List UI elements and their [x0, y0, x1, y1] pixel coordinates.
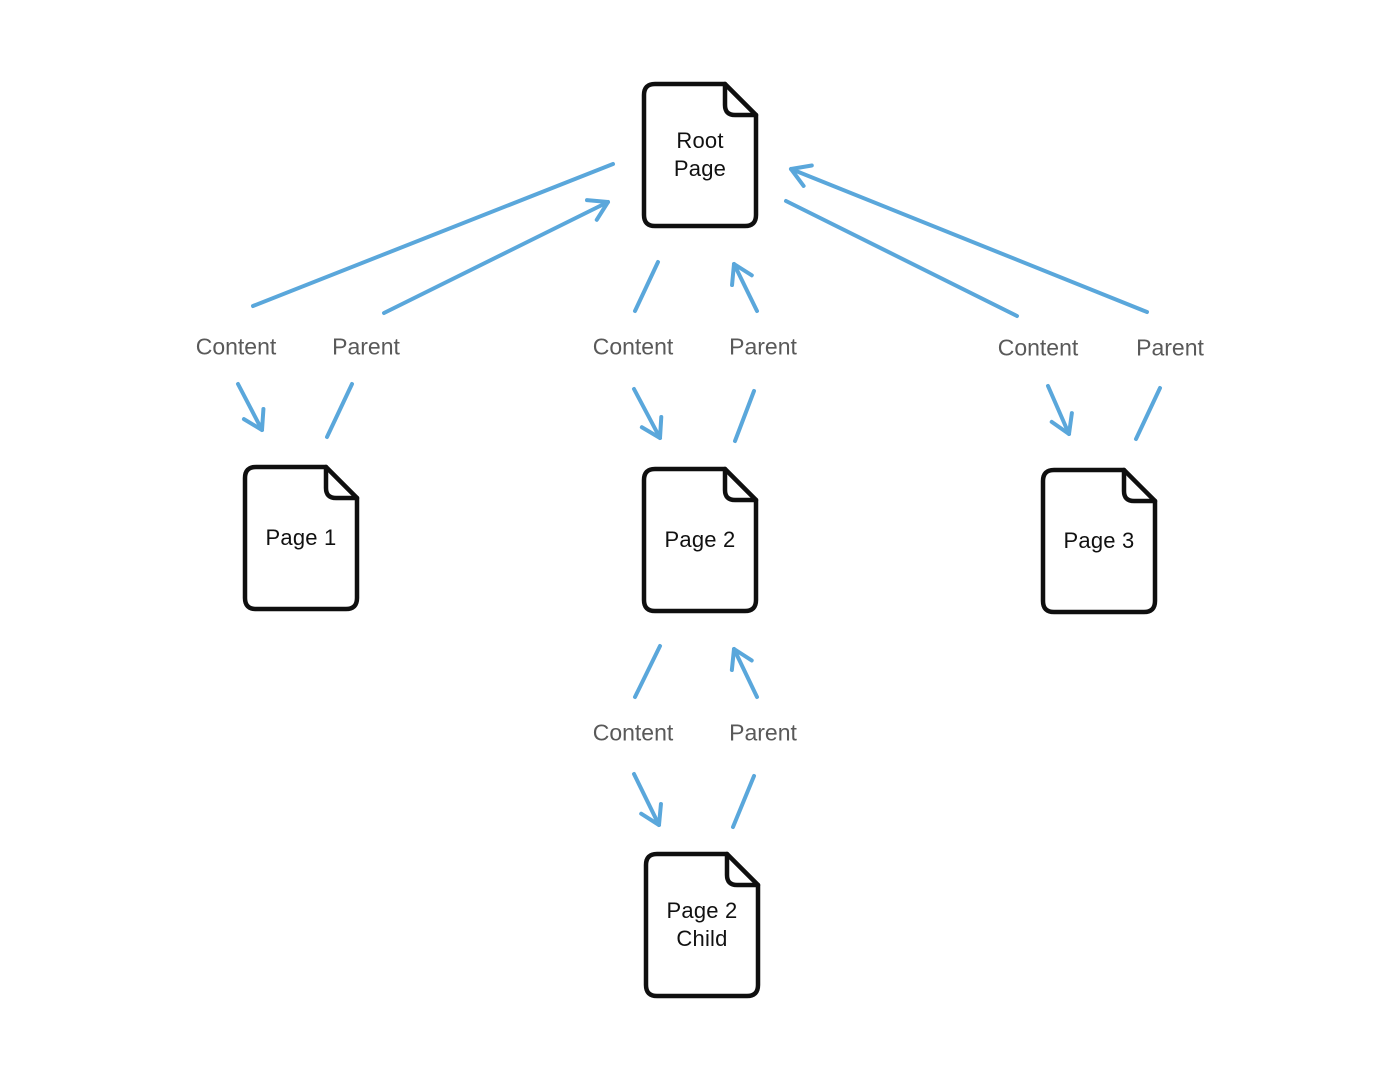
content-line-root-side	[633, 260, 660, 313]
node-label: Page 3	[1063, 527, 1135, 553]
edge-root-to-page2	[632, 260, 759, 443]
node-label: Page 1	[265, 524, 337, 550]
node-page-2: Page 2	[641, 466, 759, 614]
content-line-root-side	[784, 199, 1019, 318]
edge-label-content: Content	[997, 334, 1079, 361]
edge-label-content: Content	[195, 333, 277, 360]
node-label: Page 2	[664, 526, 736, 552]
node-page-3: Page 3	[1040, 467, 1158, 615]
edge-label-content: Content	[592, 719, 674, 746]
content-arrow-into-page3	[1046, 384, 1074, 436]
edge-root-to-page3	[784, 163, 1162, 441]
parent-arrow-into-root	[730, 262, 759, 313]
edge-root-to-page1	[236, 162, 615, 439]
parent-line-page1-side	[325, 382, 354, 439]
parent-line-child-side	[731, 774, 756, 829]
content-line-root-side	[251, 162, 615, 308]
node-page-2-child: Page 2 Child	[643, 851, 761, 999]
parent-line-page3-side	[1134, 386, 1162, 441]
content-arrow-into-page1	[236, 382, 266, 432]
node-label: Page 2 Child	[666, 897, 738, 951]
edge-page2-to-child	[632, 644, 759, 829]
edge-label-parent: Parent	[332, 333, 400, 360]
content-arrow-into-page2	[632, 387, 664, 440]
node-page-1: Page 1	[242, 464, 360, 612]
parent-line-page2-side	[733, 389, 756, 443]
edge-label-parent: Parent	[729, 333, 797, 360]
node-root-page: Root Page	[641, 81, 759, 229]
content-arrow-into-child	[632, 772, 663, 827]
edge-label-parent: Parent	[1136, 334, 1204, 361]
content-line-page2-side	[633, 644, 662, 699]
parent-arrow-into-root	[382, 198, 610, 315]
edge-label-content: Content	[592, 333, 674, 360]
node-label: Root Page	[673, 127, 727, 181]
parent-arrow-into-root	[789, 163, 1149, 314]
edge-label-parent: Parent	[729, 719, 797, 746]
parent-arrow-into-page2	[729, 647, 759, 699]
